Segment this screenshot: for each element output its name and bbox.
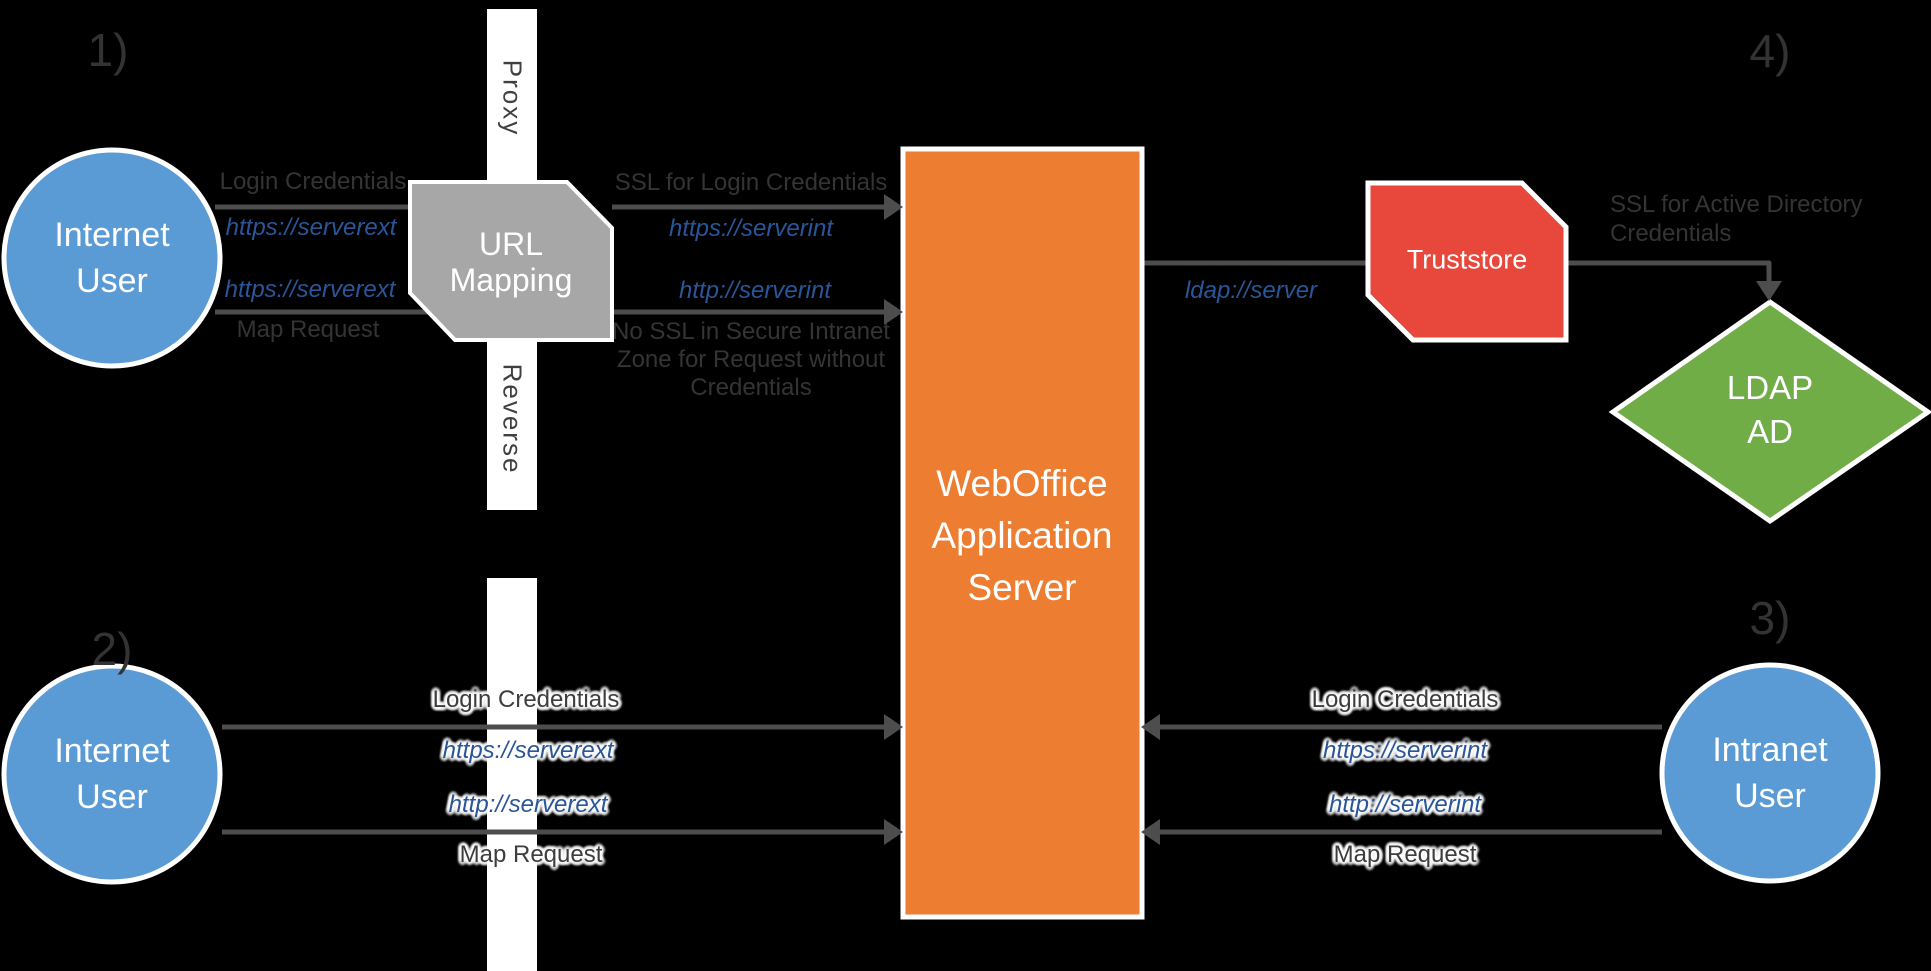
url-mapping-shape: [408, 180, 614, 342]
arrowheads: [884, 194, 1782, 845]
url-mapping-label: URL Mapping: [450, 226, 573, 298]
flow-ssl-login-label: SSL for Login Credentials: [614, 169, 888, 196]
internet-user-top-line1: Internet: [54, 216, 170, 254]
flow3-https-url: https://serverint: [1322, 737, 1488, 764]
url-mapping-line1: URL: [478, 226, 543, 262]
app-server-label: WebOffice Application Server: [931, 458, 1112, 614]
flow3-http-url: http://serverint: [1328, 791, 1482, 818]
arrowhead-server-top: [884, 194, 903, 220]
intranet-user-line1: Intranet: [1712, 731, 1828, 769]
flow1-https-url: https://serverext: [225, 214, 397, 241]
arrowhead-server-mid: [884, 299, 903, 325]
internet-user-top-circle: [1, 147, 223, 369]
flow-https-serverint-url: https://serverint: [668, 215, 834, 242]
flow2-https-url: https://serverext: [442, 737, 614, 764]
arrowhead-server-br-top: [1141, 714, 1160, 740]
flow-no-ssl-note: No SSL in Secure Intranet Zone for Reque…: [612, 318, 890, 401]
flow-http-serverint-url: http://serverint: [678, 277, 832, 304]
url-mapping-line2: Mapping: [449, 262, 573, 298]
ldap-ad-label: LDAP AD: [1727, 366, 1813, 454]
flow1-login-credentials-label: Login Credentials: [219, 168, 407, 195]
flow2-map-request-label: Map Request: [459, 841, 603, 868]
intranet-user-circle: [1659, 662, 1881, 884]
line-truststore-to-ldap: [1566, 260, 1772, 282]
section-marker-3: 3): [1749, 592, 1791, 644]
internet-user-bottom-circle: [1, 663, 223, 885]
arrowhead-server-bl-bottom: [884, 819, 903, 845]
arrowhead-server-bl-top: [884, 714, 903, 740]
proxy-bar-bottom: [487, 578, 537, 971]
intranet-user-line2: User: [1734, 777, 1806, 815]
arrowhead-server-br-bottom: [1141, 819, 1160, 845]
proxy-bar-bottom-label: Reverse: [497, 363, 528, 475]
flow1-https-url-2: https://serverext: [224, 276, 396, 303]
internet-user-bottom-line2: User: [76, 778, 148, 816]
section-marker-2: 2): [91, 623, 133, 675]
internet-user-top-label: Internet User: [54, 212, 169, 304]
app-server-line2: Application: [931, 515, 1113, 556]
ldap-ad-shape: [1608, 298, 1931, 525]
flow3-map-request-label: Map Request: [1333, 841, 1477, 868]
proxy-bar-top-label: Proxy: [497, 59, 528, 137]
intranet-user-label: Intranet User: [1712, 727, 1827, 819]
internet-user-top-line2: User: [76, 262, 148, 300]
section-marker-1: 1): [87, 24, 129, 76]
internet-user-bottom-line1: Internet: [54, 732, 170, 770]
flow2-http-url: http://serverext: [448, 791, 608, 818]
flow2-login-credentials-label: Login Credentials: [432, 686, 620, 713]
flow-ldap-url: ldap://server: [1184, 277, 1318, 304]
arrowhead-ldap: [1756, 281, 1782, 301]
app-server-line1: WebOffice: [936, 463, 1108, 504]
section-marker-4: 4): [1749, 25, 1791, 77]
app-server-shape: [900, 146, 1145, 920]
flow-ssl-ad-note: SSL for Active Directory Credentials: [1610, 191, 1863, 247]
truststore-label: Truststore: [1406, 244, 1528, 275]
ldap-ad-line2: AD: [1747, 413, 1793, 450]
ldap-ad-line1: LDAP: [1726, 369, 1814, 406]
internet-user-bottom-label: Internet User: [54, 728, 169, 820]
app-server-line3: Server: [967, 567, 1077, 608]
flow3-login-credentials-label: Login Credentials: [1311, 686, 1499, 713]
connector-lines: [215, 204, 1772, 835]
truststore-shape: [1365, 180, 1569, 343]
flow1-map-request-label: Map Request: [236, 316, 380, 343]
